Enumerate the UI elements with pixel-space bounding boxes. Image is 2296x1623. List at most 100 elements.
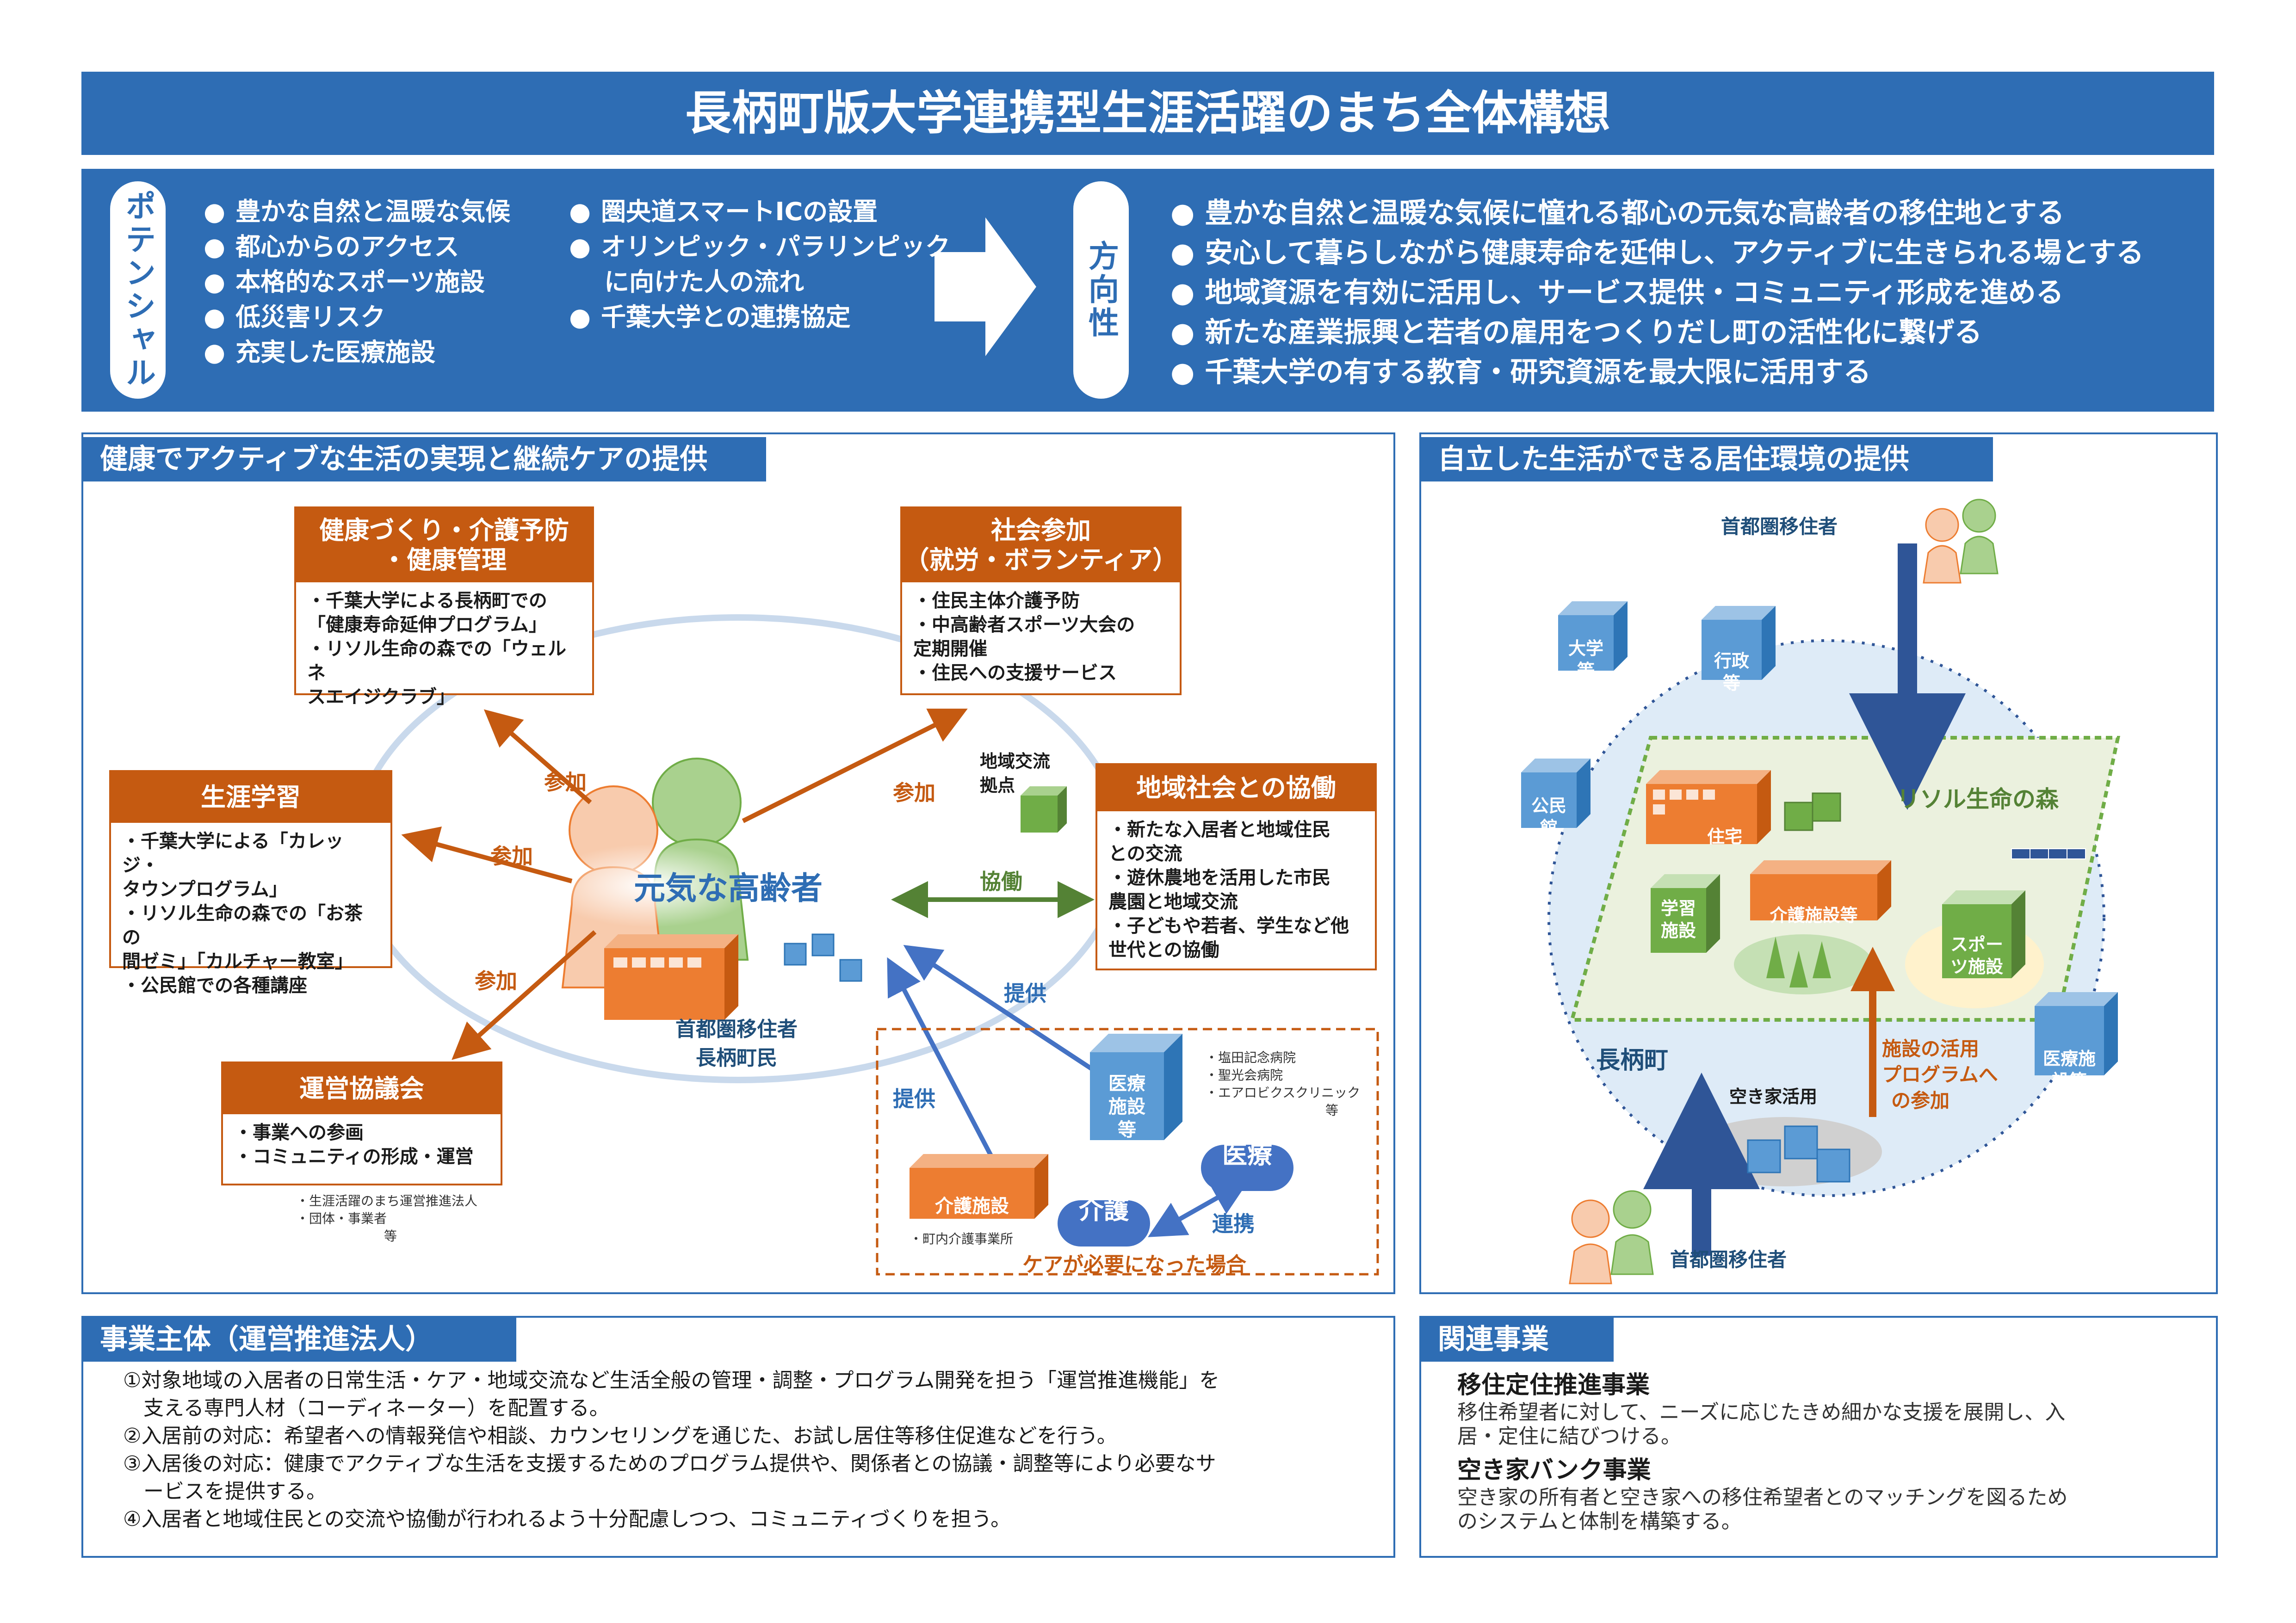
business-line: ④入居者と地域住民との交流や協働が行われるよう十分配慮しつつ、コミュニティづくり… bbox=[123, 1507, 1011, 1531]
potential-item: 本格的なスポーツ施設 bbox=[204, 265, 510, 300]
potential-item: オリンピック・パラリンピック bbox=[569, 229, 950, 265]
social-line: ・中高齢者スポーツ大会の bbox=[913, 614, 1135, 636]
medical-facility-line: 施設 bbox=[1108, 1096, 1145, 1117]
arrow-learning bbox=[401, 826, 573, 883]
business-line: ①対象地域の入居者の日常生活・ケア・地域交流など生活全般の管理・調整・プログラム… bbox=[123, 1369, 1220, 1392]
facility-use-line: の参加 bbox=[1891, 1089, 1950, 1112]
sports-line: ツ施設 bbox=[1950, 957, 2003, 977]
sports-label: スポー ツ施設 bbox=[1942, 933, 2011, 978]
potential-item: 圏央道スマートICの設置 bbox=[569, 194, 950, 229]
medical-pill-label: 医療 bbox=[1222, 1140, 1272, 1169]
arrow-council bbox=[452, 930, 597, 1060]
nursing-facility-cube bbox=[910, 1154, 1048, 1219]
house-label: 住宅 bbox=[1707, 827, 1743, 847]
medical-cube bbox=[2035, 992, 2118, 1075]
medical-label: 医療施 設等 bbox=[2035, 1048, 2104, 1092]
medical-facility-cube bbox=[1090, 1034, 1182, 1140]
learning-box: 生涯学習 ・千葉大学による「カレッジ・ タウンプログラム」 ・リソル生命の森での… bbox=[109, 770, 392, 996]
health-line: ・千葉大学による長柄町での bbox=[307, 590, 547, 611]
social-line: ・住民主体介護予防 bbox=[913, 590, 1080, 611]
potential-item: 充実した医療施設 bbox=[204, 335, 510, 370]
town-label: 長柄町 bbox=[1596, 1047, 1669, 1074]
resident-line: 長柄町民 bbox=[696, 1046, 777, 1070]
potential-item: に向けた人の流れ bbox=[604, 267, 804, 296]
top-mover-label: 首都圏移住者 bbox=[1721, 515, 1838, 538]
community-line: 世代との協働 bbox=[1108, 939, 1219, 961]
small-blue-cubes bbox=[784, 933, 862, 982]
hospital-item: ・聖光会病院 bbox=[1205, 1068, 1283, 1083]
vacant-cubes bbox=[1747, 1125, 1850, 1183]
facility-use-label: 施設の活用 プログラムへ の参加 bbox=[1882, 1036, 1998, 1114]
community-line: ・遊休農地を活用した市民 bbox=[1108, 867, 1331, 889]
participate-label: 参加 bbox=[475, 969, 517, 994]
kaigo-pill bbox=[1058, 1200, 1150, 1247]
care-label: 介護施設等 bbox=[1770, 905, 1858, 926]
town-diagram bbox=[1521, 499, 2120, 1284]
arrow-social bbox=[742, 709, 968, 823]
facility-use-line: 施設の活用 bbox=[1882, 1037, 1980, 1060]
kominkan-line: 館 bbox=[1540, 818, 1558, 838]
arrow-health bbox=[483, 709, 592, 804]
hub-cube bbox=[1021, 786, 1067, 833]
kominkan-cube bbox=[1521, 759, 1590, 828]
nursing-facility-label: 介護施設 bbox=[935, 1196, 1009, 1217]
medical-facility-line: 等 bbox=[1118, 1119, 1136, 1141]
related-heading: 関連事業 bbox=[1419, 1317, 1614, 1362]
admin-line: 等 bbox=[1722, 673, 1740, 693]
business-text: ①対象地域の入居者の日常生活・ケア・地域交流など生活全般の管理・調整・プログラム… bbox=[123, 1367, 1372, 1533]
potential-label: ポテンシャル bbox=[110, 181, 166, 399]
school-label: 学習 施設 bbox=[1651, 897, 1706, 942]
residence-cube bbox=[604, 934, 738, 1020]
care-cube bbox=[1750, 860, 1891, 920]
learning-line: 間ゼミ」「カルチャー教室」 bbox=[122, 951, 353, 972]
social-line: ・住民への支援サービス bbox=[913, 662, 1117, 684]
potential-item: 低災害リスク bbox=[204, 300, 510, 335]
direction-label: 方向性 bbox=[1073, 181, 1129, 399]
business-heading: 事業主体（運営推進法人） bbox=[81, 1317, 516, 1362]
house-cube bbox=[1646, 770, 1771, 844]
hospital-list: ・塩田記念病院 ・聖光会病院 ・エアロビクスクリニック 等 bbox=[1205, 1049, 1360, 1119]
direction-list: 豊かな自然と温暖な気候に憧れる都心の元気な高齢者の移住地とする 安心して暮らしな… bbox=[1170, 193, 2144, 392]
community-title: 地域社会との協働 bbox=[1097, 765, 1375, 811]
direction-item: 豊かな自然と温暖な気候に憧れる都心の元気な高齢者の移住地とする bbox=[1170, 193, 2144, 233]
arrow-provide-nursing bbox=[887, 957, 1000, 1169]
related-item-desc: のシステムと体制を構築する。 bbox=[1457, 1510, 1742, 1533]
council-line: ・コミュニティの形成・運営 bbox=[234, 1146, 474, 1167]
school-line: 学習 bbox=[1660, 898, 1696, 919]
resident-line: 首都圏移住者 bbox=[675, 1018, 798, 1041]
sports-cube bbox=[1942, 890, 2025, 978]
admin-cube bbox=[1702, 606, 1776, 680]
facility-use-line: プログラムへ bbox=[1882, 1063, 1998, 1086]
learning-title: 生涯学習 bbox=[111, 772, 390, 823]
social-title: 社会参加 bbox=[991, 516, 1091, 545]
school-line: 施設 bbox=[1660, 920, 1696, 941]
center-label: 元気な高齢者 bbox=[634, 870, 823, 907]
learning-line: ・リソル生命の森での「お茶の bbox=[122, 903, 363, 948]
social-line: 定期開催 bbox=[913, 638, 987, 660]
univ-label: 大学 等 bbox=[1558, 637, 1614, 682]
medical-facility-label: 医療 施設 等 bbox=[1090, 1072, 1164, 1142]
medical-line: 設等 bbox=[2051, 1071, 2087, 1091]
hub-line: 地域交流 bbox=[980, 751, 1051, 771]
community-box: 地域社会との協働 ・新たな入居者と地域住民 との交流 ・遊休農地を活用した市民 … bbox=[1095, 763, 1377, 970]
link-label: 連携 bbox=[1212, 1211, 1255, 1236]
risol-label: リソル生命の森 bbox=[1897, 786, 2059, 813]
potential-item: 千葉大学との連携協定 bbox=[569, 300, 950, 335]
business-line: ービスを提供する。 bbox=[123, 1480, 327, 1503]
cooperate-label: 協働 bbox=[980, 869, 1022, 894]
school-cube bbox=[1651, 874, 1720, 953]
vacant-label: 空き家活用 bbox=[1729, 1086, 1818, 1107]
medical-line: 医療施 bbox=[2042, 1049, 2096, 1069]
learning-line: ・公民館での各種講座 bbox=[122, 975, 307, 996]
solar-panels bbox=[2011, 848, 2086, 859]
hospital-item: ・塩田記念病院 bbox=[1205, 1050, 1296, 1065]
related-item-name: 移住定住推進事業 bbox=[1457, 1371, 1650, 1399]
business-line: ②入居前の対応：希望者への情報発信や相談、カウンセリングを通じた、お試し居住等移… bbox=[123, 1424, 1117, 1448]
learning-line: タウンプログラム」 bbox=[122, 879, 288, 900]
health-line: ・リソル生命の森での「ウェルネ bbox=[307, 638, 566, 684]
bottom-movers bbox=[1569, 1190, 1654, 1284]
provide-label: 提供 bbox=[1004, 981, 1046, 1006]
council-note: ・生涯活躍のまち運営推進法人 ・団体・事業者 等 bbox=[296, 1192, 477, 1245]
participate-label: 参加 bbox=[490, 844, 533, 869]
kominkan-line: 公民 bbox=[1531, 796, 1566, 816]
